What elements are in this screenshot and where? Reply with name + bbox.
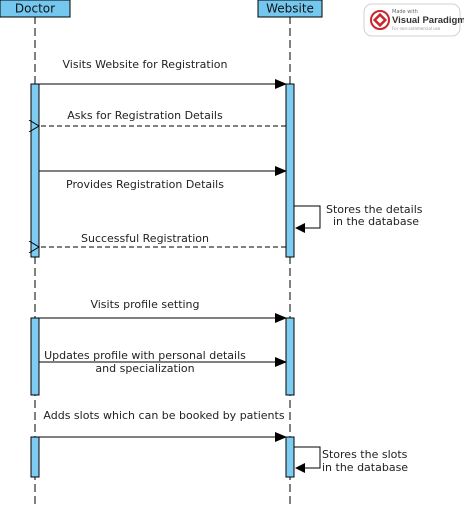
message-label-line2: and specialization [95, 362, 194, 375]
doctor-activation-1 [30, 83, 40, 258]
message-label: Provides Registration Details [66, 178, 224, 191]
watermark-made-with: Made with [392, 9, 418, 15]
message-visits-registration[interactable]: Visits Website for Registration [35, 58, 287, 89]
message-provides-details[interactable]: Provides Registration Details [39, 166, 287, 191]
doctor-activation-3 [30, 436, 40, 478]
self-message-label-line2: in the database [333, 215, 419, 228]
message-label-line1: Updates profile with personal details [44, 349, 246, 362]
website-participant[interactable]: Website [257, 0, 323, 18]
message-label: Adds slots which can be booked by patien… [43, 409, 284, 422]
message-label: Asks for Registration Details [67, 109, 223, 122]
website-label: Website [266, 2, 314, 16]
website-activation-2 [285, 317, 295, 396]
message-label: Visits Website for Registration [63, 58, 228, 71]
doctor-participant[interactable]: Doctor [0, 0, 71, 18]
visual-paradigm-logo-icon [370, 10, 390, 30]
message-label: Successful Registration [81, 232, 209, 245]
self-message-stores-details[interactable]: Stores the details in the database [294, 203, 423, 233]
visual-paradigm-watermark: Made with Visual Paradigm For non-commer… [363, 3, 464, 37]
self-message-stores-slots[interactable]: Stores the slots in the database [294, 446, 408, 474]
message-asks-details[interactable]: Asks for Registration Details [39, 109, 286, 126]
self-message-label-line1: Stores the slots [322, 448, 408, 461]
self-message-label-line2: in the database [322, 461, 408, 474]
doctor-activation-2 [30, 317, 40, 396]
website-activation-3 [285, 436, 295, 478]
self-message-label-line1: Stores the details [326, 203, 423, 216]
watermark-tagline: For non-commercial use [392, 26, 441, 31]
message-visits-profile[interactable]: Visits profile setting [39, 298, 287, 323]
message-label: Visits profile setting [90, 298, 199, 311]
watermark-brand: Visual Paradigm [392, 15, 464, 26]
message-adds-slots[interactable]: Adds slots which can be booked by patien… [39, 409, 287, 442]
doctor-label: Doctor [15, 2, 55, 16]
website-activation-1 [285, 83, 295, 258]
message-updates-profile[interactable]: Updates profile with personal details an… [39, 349, 287, 375]
message-successful-registration[interactable]: Successful Registration [39, 232, 286, 247]
